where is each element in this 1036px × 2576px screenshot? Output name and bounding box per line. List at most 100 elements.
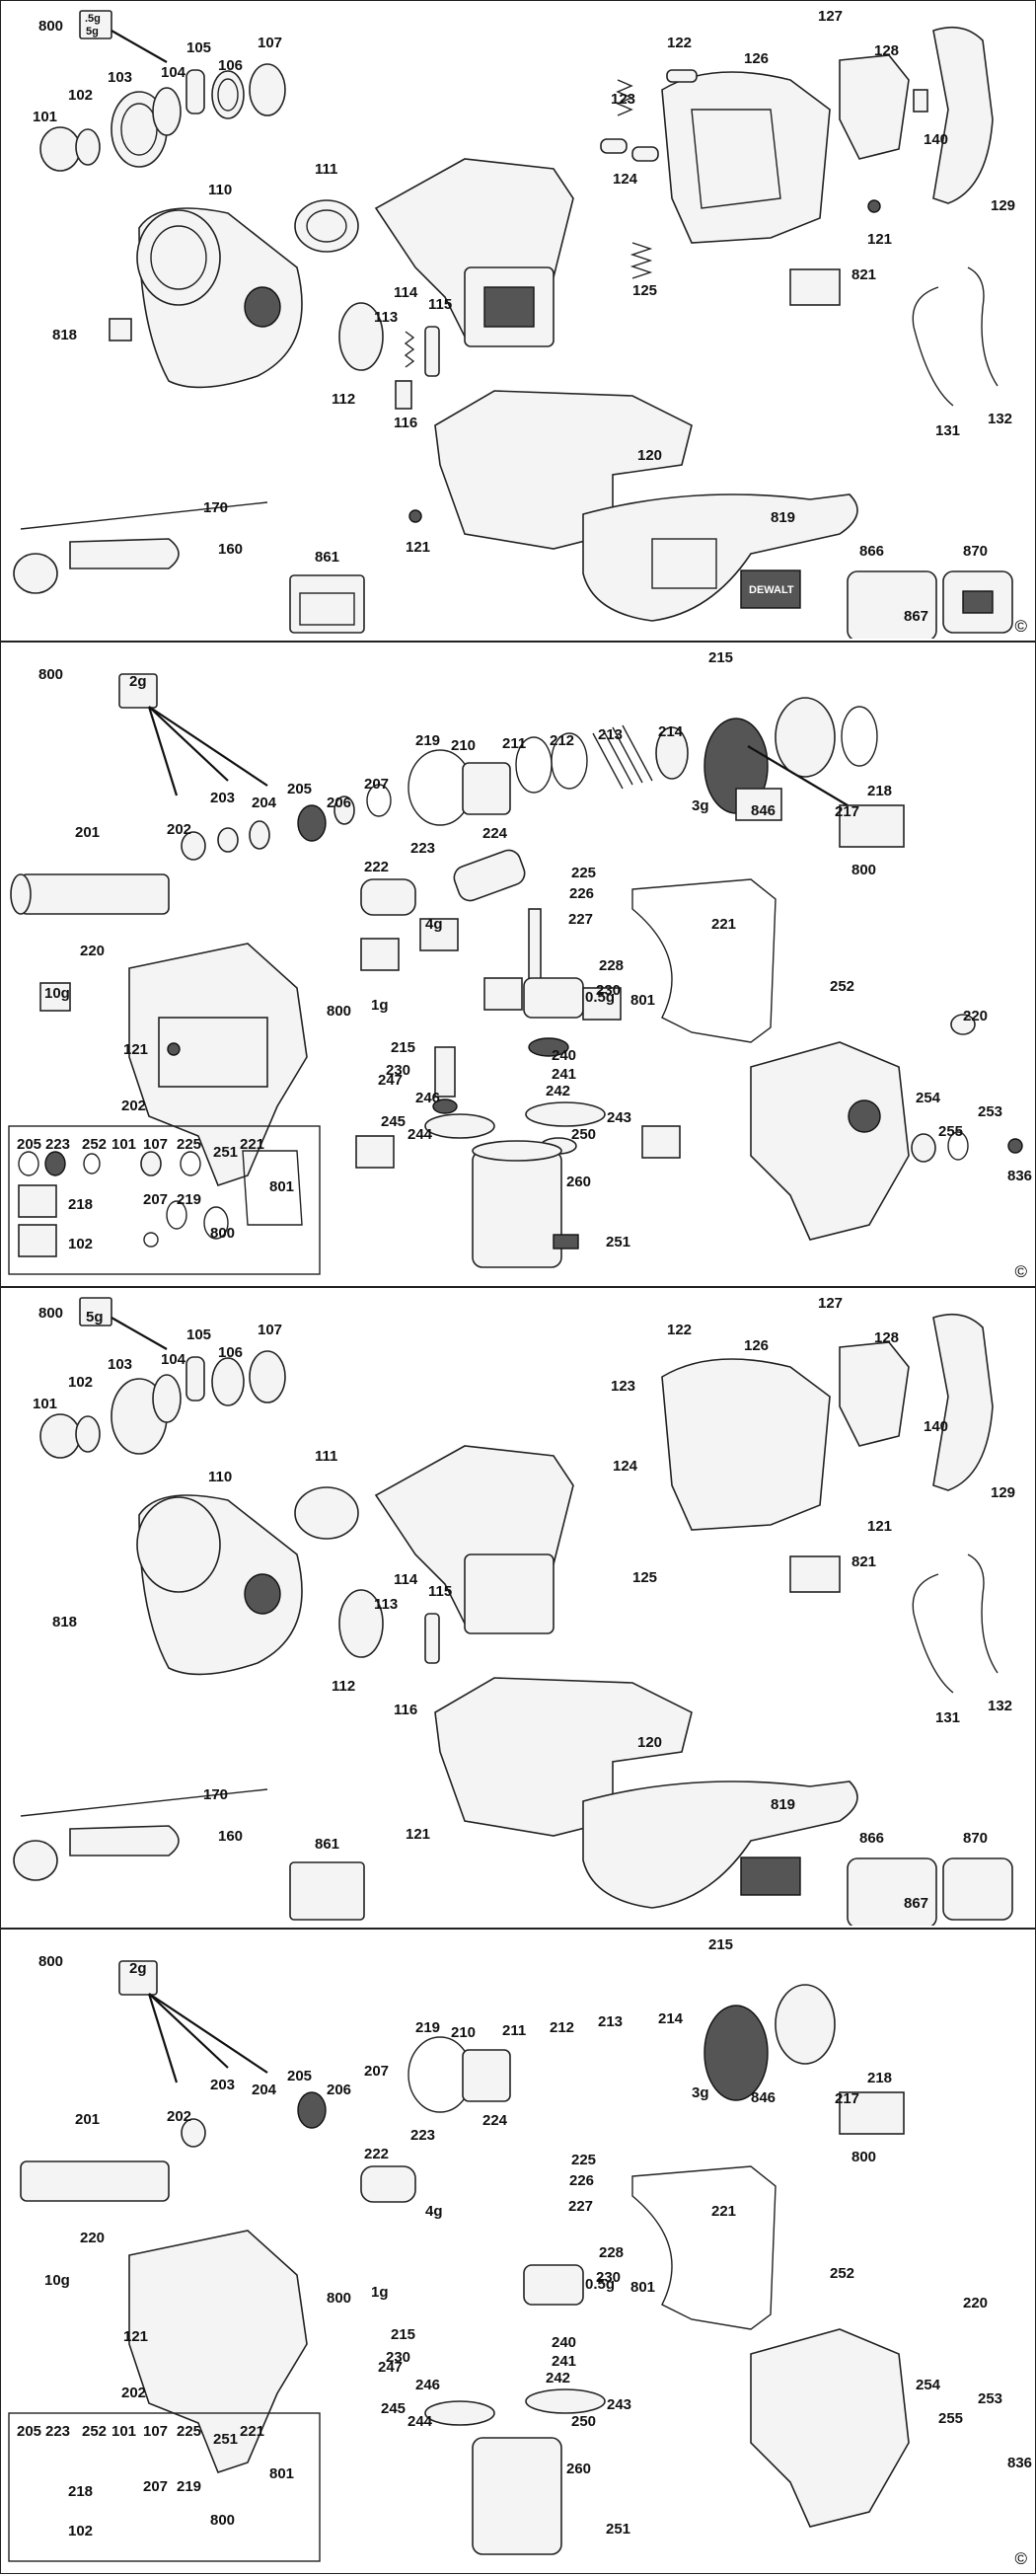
callout: 210 (451, 737, 476, 754)
callout: 800 (38, 1305, 63, 1322)
callout: 206 (327, 2082, 351, 2098)
callout: 252 (830, 978, 854, 995)
callout: 251 (213, 1144, 238, 1161)
callout: 132 (988, 411, 1012, 427)
callout: 800 (327, 1003, 351, 1020)
callout: 115 (428, 1583, 452, 1600)
callout: 800 (38, 18, 63, 35)
callout: 215 (708, 1936, 733, 1953)
callout: 120 (637, 1734, 662, 1751)
callout: 110 (208, 182, 232, 198)
callout: 127 (818, 1295, 843, 1312)
callout: 116 (394, 1702, 417, 1718)
callout: 207 (364, 2063, 389, 2080)
callout: 867 (904, 1895, 928, 1912)
callout: 221 (240, 1136, 264, 1153)
callout: 230 (596, 2269, 621, 2286)
callout: 801 (269, 1178, 294, 1195)
callout: 105 (186, 1326, 211, 1343)
callout: 801 (630, 992, 655, 1009)
callout: 246 (415, 2377, 440, 2393)
callout: 870 (963, 543, 988, 560)
callout: 116 (394, 415, 417, 431)
callout: 111 (315, 1448, 337, 1465)
callout: 102 (68, 1236, 93, 1252)
callout: 222 (364, 859, 389, 875)
callout: 202 (167, 821, 191, 838)
callout: 114 (394, 1571, 418, 1588)
callout: 230 (386, 1062, 410, 1079)
callout: 243 (607, 2396, 631, 2413)
callout: 131 (935, 422, 960, 439)
callout: 127 (818, 8, 843, 25)
callout: 253 (978, 1103, 1002, 1120)
callout: 4g (425, 2203, 443, 2220)
callout: 132 (988, 1698, 1012, 1714)
callout: 226 (569, 885, 594, 902)
callout: 220 (80, 943, 105, 959)
callout: 2g (129, 673, 147, 690)
callout: 121 (123, 2328, 148, 2345)
callout: 800 (38, 666, 63, 683)
callout: 801 (269, 2465, 294, 2482)
callout: 3g (692, 2084, 709, 2101)
callout: 219 (177, 1191, 201, 1208)
callout: 205 (17, 2423, 41, 2440)
callout: 211 (502, 735, 526, 752)
callout: 870 (963, 1830, 988, 1847)
callout: 213 (598, 2013, 623, 2030)
callout: 243 (607, 1109, 631, 1126)
callout: 250 (571, 1126, 596, 1143)
callout: 220 (80, 2230, 105, 2246)
callout: 0.5g (585, 989, 615, 1006)
callout: 221 (240, 2423, 264, 2440)
callout: 102 (68, 87, 93, 104)
callout: 101 (111, 2423, 136, 2440)
callout: 217 (835, 2090, 859, 2107)
callout: 227 (568, 2198, 593, 2215)
callout: 126 (744, 50, 769, 67)
callout: 201 (75, 2111, 100, 2128)
callout: 226 (569, 2172, 594, 2189)
callout: 122 (667, 35, 692, 51)
callout: 223 (410, 2127, 435, 2144)
callout: 242 (546, 1083, 570, 1099)
callout: 5g (86, 1309, 104, 1326)
callout: 800 (327, 2290, 351, 2307)
callout: 800 (210, 2512, 235, 2529)
callout: 107 (258, 1322, 282, 1338)
callout: 215 (391, 1039, 415, 1056)
callout: 121 (123, 1041, 148, 1058)
callout: 819 (771, 1796, 795, 1813)
callout: 126 (744, 1337, 769, 1354)
callout: 202 (167, 2108, 191, 2125)
callout: 800 (851, 2149, 876, 2165)
callout: 10g (44, 2272, 70, 2289)
callout: 128 (874, 1329, 899, 1346)
callout: 251 (606, 2521, 630, 2538)
grease-qty: .5g (85, 13, 101, 25)
copyright-mark: © (1014, 2549, 1027, 2568)
callout: 125 (632, 282, 657, 299)
callout: 260 (566, 2461, 591, 2477)
callout: 225 (177, 2423, 201, 2440)
callout: 106 (218, 57, 243, 74)
callout: 4g (425, 916, 443, 933)
callout: 10g (44, 985, 70, 1002)
callout: 110 (208, 1469, 232, 1485)
callout: 244 (407, 2413, 433, 2430)
callout: 1g (371, 997, 389, 1014)
callout: 219 (177, 2478, 201, 2495)
callout: 122 (667, 1322, 692, 1338)
callout: 251 (213, 2431, 238, 2448)
callout: 113 (374, 309, 398, 326)
callout: 218 (68, 2483, 93, 2500)
callout: 218 (867, 783, 892, 799)
callout: 101 (111, 1136, 136, 1153)
callout: 219 (415, 732, 440, 749)
callout: 207 (143, 1191, 168, 1208)
